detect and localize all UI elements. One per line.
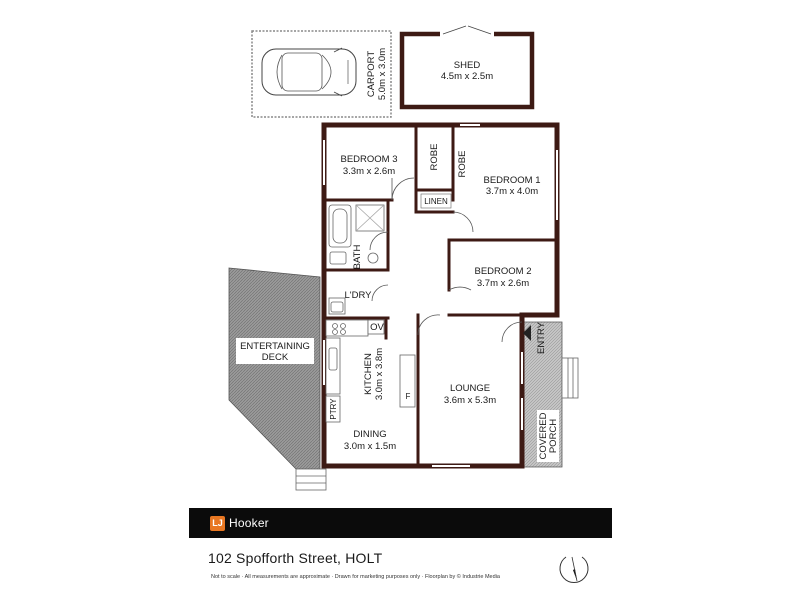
brand-name: Hooker [229, 516, 269, 530]
kitchen-fixtures [325, 319, 416, 423]
robe-b-label: ROBE [457, 151, 468, 178]
lounge-label: LOUNGE [450, 383, 490, 394]
pantry-label: PTRY [329, 398, 338, 420]
carport-label: CARPORT [366, 51, 377, 97]
porch-label-line2: PORCH [548, 419, 559, 453]
windows [323, 124, 558, 467]
deck-steps [295, 468, 327, 491]
car-icon [261, 47, 357, 97]
dining-label: DINING [353, 429, 386, 440]
robe-a-label: ROBE [429, 144, 440, 171]
bath-fixtures [328, 204, 385, 265]
shed: SHED 4.5m x 2.5m [399, 25, 535, 110]
entry-arrow [523, 325, 531, 341]
bedroom3-size: 3.3m x 2.6m [343, 166, 395, 177]
brand-bar: LJ Hooker [189, 508, 612, 538]
bedroom2-size: 3.7m x 2.6m [477, 278, 529, 289]
compass-icon [559, 556, 589, 583]
shed-size: 4.5m x 2.5m [441, 71, 493, 82]
brand-logo-icon: LJ [210, 515, 225, 531]
dining-size: 3.0m x 1.5m [344, 441, 396, 452]
kitchen-label: KITCHEN [363, 353, 374, 395]
bedroom3-label: BEDROOM 3 [340, 154, 397, 165]
deck-label-line2: DECK [262, 352, 289, 363]
laundry-label: L'DRY [345, 290, 373, 301]
bedroom1-size: 3.7m x 4.0m [486, 186, 538, 197]
entertaining-deck: ENTERTAINING DECK [228, 267, 327, 491]
covered-porch: COVERED PORCH [523, 321, 579, 468]
linen-label: LINEN [424, 197, 448, 206]
bedroom1-label: BEDROOM 1 [483, 175, 540, 186]
laundry-fixtures [328, 297, 346, 315]
property-address: 102 Spofforth Street, HOLT [208, 550, 383, 566]
shed-label: SHED [454, 60, 481, 71]
porch-label-line1: COVERED [538, 412, 549, 459]
porch-steps [561, 357, 579, 399]
deck-label-line1: ENTERTAINING [240, 341, 310, 352]
fridge-label: F [406, 392, 411, 401]
doors [369, 177, 523, 343]
carport: CARPORT 5.0m x 3.0m [251, 30, 392, 118]
carport-size: 5.0m x 3.0m [377, 48, 388, 100]
bath-label: BATH [352, 245, 363, 270]
bedroom2-label: BEDROOM 2 [474, 266, 531, 277]
oven-label: OV [370, 322, 384, 333]
entry-label: ENTRY [536, 321, 547, 354]
disclaimer: Not to scale · All measurements are appr… [211, 574, 500, 580]
lounge-size: 3.6m x 5.3m [444, 395, 496, 406]
kitchen-size: 3.0m x 3.8m [374, 348, 385, 400]
